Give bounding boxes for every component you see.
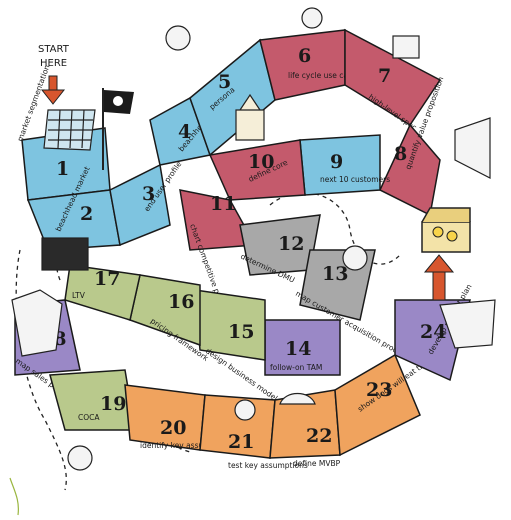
- step-7-number: 7: [378, 65, 391, 87]
- start-arrow-shaft: [48, 75, 58, 91]
- pirate-flag-icon: [102, 88, 134, 170]
- scientist-icon: [234, 399, 256, 421]
- step-23-square: [334, 353, 421, 457]
- step-10-number: 10: [248, 151, 274, 173]
- step-13-number: 13: [322, 263, 348, 285]
- step-14-label: follow-on TAM: [270, 363, 322, 372]
- treasure-chest-icon: [421, 207, 471, 253]
- decorations: [9, 7, 496, 516]
- step-24-number: 24: [420, 321, 446, 343]
- step-23-number: 23: [366, 379, 392, 401]
- step-19-label: COCA: [78, 413, 100, 422]
- step-1-number: 1: [56, 158, 69, 180]
- step-9-number: 9: [330, 151, 343, 173]
- step-20: 20 identify key assumptions: [124, 384, 234, 451]
- step-14-number: 14: [285, 338, 311, 360]
- camera-icon: [342, 245, 368, 271]
- robot-icon: [392, 35, 420, 59]
- step-5-number: 5: [218, 71, 231, 93]
- step-4-number: 4: [178, 121, 191, 143]
- step-12-number: 12: [278, 233, 304, 255]
- step-20-label: identify key assumptions: [140, 441, 234, 450]
- step-6-label: life cycle use case: [288, 71, 357, 80]
- step-17-label: LTV: [72, 291, 86, 300]
- step-9: 9 next 10 customers: [299, 134, 390, 196]
- step-6-number: 6: [298, 45, 311, 67]
- step-21-label: test key assumptions: [228, 461, 308, 470]
- dashed-path-left: [15, 249, 67, 491]
- step-9-label: next 10 customers: [320, 175, 390, 184]
- step-14: 14 follow-on TAM: [264, 319, 341, 376]
- igloo-icon: [279, 392, 316, 405]
- step-11-number: 11: [210, 193, 236, 215]
- step-16-number: 16: [168, 291, 194, 313]
- step-21-number: 21: [228, 431, 254, 453]
- megaphone-icon: [454, 117, 491, 179]
- start-marker: START HERE: [38, 44, 70, 105]
- step-19-number: 19: [100, 393, 126, 415]
- map-icon: [11, 289, 63, 357]
- clown-icon: [301, 7, 323, 29]
- start-label: START: [38, 44, 70, 55]
- step-20-number: 20: [160, 417, 186, 439]
- step-3-square: [109, 163, 171, 247]
- step-6: 6 life cycle use case: [259, 29, 357, 101]
- step-22-number: 22: [306, 425, 332, 447]
- step-22-label: define MVBP: [293, 459, 341, 468]
- step-3-number: 3: [142, 183, 155, 205]
- drip-icon: [9, 477, 19, 516]
- step-22: 22 define MVBP: [269, 389, 341, 468]
- step-10-square: [208, 139, 306, 201]
- start-label-2: HERE: [40, 58, 67, 69]
- paper-icon: [439, 299, 496, 349]
- step-8-number: 8: [394, 143, 407, 165]
- goal-arrow-icon: [423, 254, 455, 301]
- chalkboard-icon: [41, 237, 89, 271]
- step-15-number: 15: [228, 321, 254, 343]
- step-17-square: [64, 264, 141, 321]
- step-2-number: 2: [80, 203, 93, 225]
- step-21: 21 test key assumptions: [199, 394, 308, 470]
- castle-icon: [235, 93, 265, 141]
- falling-character-icon: [67, 445, 93, 471]
- step-17-number: 17: [94, 268, 120, 290]
- character-icon: [165, 25, 191, 51]
- start-arrow-icon: [40, 89, 66, 105]
